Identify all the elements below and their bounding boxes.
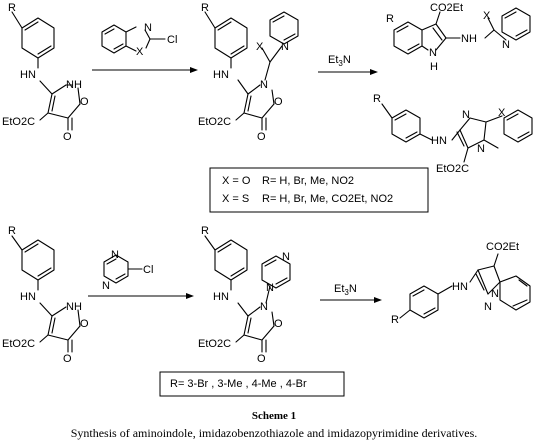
atom-label-r: R xyxy=(8,2,16,14)
bottom-reactant-isoxazolone xyxy=(11,235,81,353)
bottom-reagent-chloropyrimidine xyxy=(103,254,143,284)
atom-label-o: O xyxy=(80,96,89,108)
atom-label-co2et: CO2Et xyxy=(430,2,464,14)
top-product-aminoindole xyxy=(393,7,531,55)
atom-label-co2et: CO2Et xyxy=(486,241,520,253)
top-reactant-isoxazolone xyxy=(11,11,81,131)
top-product-imidazobenzazole xyxy=(381,103,533,163)
bottom-product-imidazopyrimidine xyxy=(399,253,531,319)
atom-label-r: R xyxy=(373,93,381,105)
scheme-title: Scheme 1 xyxy=(251,410,297,422)
atom-label-hn: HN xyxy=(431,135,447,147)
reagent-cl-label: Cl xyxy=(143,264,154,276)
atom-label-n: N xyxy=(260,301,268,313)
atom-label-n: N xyxy=(491,288,499,300)
atom-label-n: N xyxy=(484,301,492,313)
atom-label-nh: NH xyxy=(66,301,82,313)
atom-label-o: O xyxy=(63,131,72,143)
top-intermediate xyxy=(204,11,299,131)
reagent-cl-label: Cl xyxy=(167,34,178,46)
atom-label-nh: NH xyxy=(461,33,477,45)
atom-label-r: R xyxy=(386,13,394,25)
atom-label-ester: EtO2C xyxy=(198,338,232,350)
atom-label-ester: EtO2C xyxy=(198,116,232,128)
atom-label-h: H xyxy=(430,61,438,73)
atom-label-n: N xyxy=(281,41,289,53)
atom-label-n: N xyxy=(477,143,485,155)
reagent-n-label: N xyxy=(144,22,152,34)
atom-label-n: N xyxy=(266,282,274,294)
box-line-1-x: X = O xyxy=(222,175,251,187)
bottom-condition-base: Et3N xyxy=(334,283,357,297)
atom-label-nh: NH xyxy=(66,79,82,91)
atom-label-o: O xyxy=(274,318,283,330)
scheme-caption: Synthesis of aminoindole, imidazobenzoth… xyxy=(70,426,478,440)
atom-label-o: O xyxy=(63,353,72,365)
top-reagent-benzazole xyxy=(101,24,166,54)
atom-label-x: X xyxy=(256,41,264,53)
top-condition-base: Et3N xyxy=(328,54,351,68)
atom-label-o: O xyxy=(257,353,266,365)
atom-label-r: R xyxy=(201,2,209,14)
bottom-intermediate xyxy=(204,235,291,353)
bottom-substituent-box xyxy=(159,371,345,397)
atom-label-esther: EtO2C xyxy=(2,116,36,128)
reagent-x-label: X xyxy=(136,46,144,58)
atom-label-n: N xyxy=(260,79,268,91)
atom-label-n: N xyxy=(111,249,119,261)
top-substituent-box xyxy=(209,167,429,213)
atom-label-o: O xyxy=(80,318,89,330)
atom-label-o: O xyxy=(257,131,266,143)
box-line-1-r: R= H, Br, Me, NO2 xyxy=(262,175,354,187)
atom-label-ester: EtO2C xyxy=(2,338,36,350)
atom-label-hn: HN xyxy=(213,291,229,303)
atom-label-r: R xyxy=(8,225,16,237)
atom-label-x: X xyxy=(498,107,506,119)
atom-label-x: X xyxy=(483,10,491,22)
atom-label-n-indole: N xyxy=(429,47,437,59)
atom-label-n: N xyxy=(102,280,110,292)
atom-label-o: O xyxy=(274,96,283,108)
atom-label-hn: HN xyxy=(213,69,229,81)
box-line-2-r: R= H, Br, Me, CO2Et, NO2 xyxy=(262,193,394,205)
atom-label-n: N xyxy=(282,251,290,263)
atom-label-r: R xyxy=(201,225,209,237)
box-line-2-x: X = S xyxy=(222,193,250,205)
atom-label-hn: HN xyxy=(452,281,468,293)
atom-label-hn: HN xyxy=(20,291,36,303)
atom-label-n: N xyxy=(462,109,470,121)
atom-label-hn: HN xyxy=(20,69,36,81)
atom-label-ester: EtO2C xyxy=(436,163,470,175)
atom-label-n: N xyxy=(502,39,510,51)
bottom-box-line: R= 3-Br , 3-Me , 4-Me , 4-Br xyxy=(170,378,307,390)
atom-label-r: R xyxy=(391,314,399,326)
